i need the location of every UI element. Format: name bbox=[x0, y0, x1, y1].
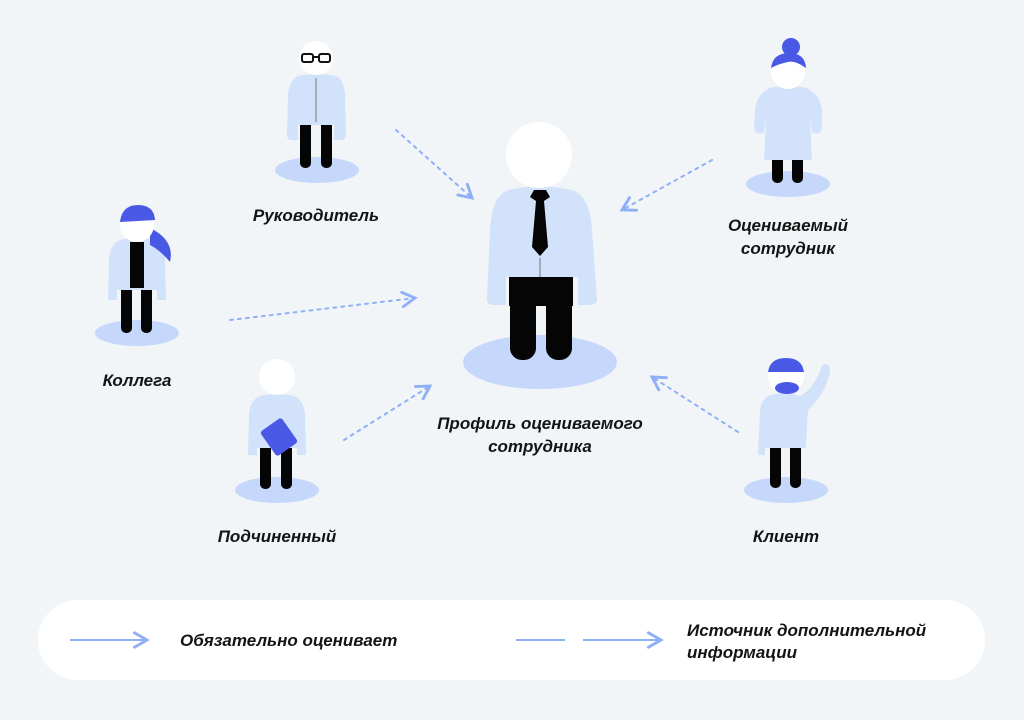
legend-extra-line2: информации bbox=[687, 643, 798, 662]
legend-mandatory: Обязательно оценивает bbox=[180, 631, 397, 650]
arrow-subordinate bbox=[343, 384, 433, 441]
label-profile-line1: Профиль оцениваемого bbox=[437, 414, 643, 433]
label-subordinate: Подчиненный bbox=[218, 527, 337, 546]
label-self-line2: сотрудник bbox=[741, 239, 837, 258]
label-manager: Руководитель bbox=[253, 206, 379, 225]
legend: Обязательно оценивает Источник дополните… bbox=[38, 600, 985, 680]
label-self-line1: Оцениваемый bbox=[728, 216, 849, 235]
self-figure: Оцениваемый сотрудник bbox=[728, 38, 849, 258]
label-colleague: Коллега bbox=[103, 371, 172, 390]
colleague-figure: Коллега bbox=[95, 205, 179, 390]
legend-extra-line1: Источник дополнительной bbox=[687, 621, 927, 640]
label-client: Клиент bbox=[753, 527, 819, 546]
tie-icon bbox=[530, 190, 550, 256]
folder-icon bbox=[260, 418, 298, 456]
arrow-self bbox=[619, 159, 713, 212]
glasses-icon bbox=[301, 53, 331, 63]
manager-figure: Руководитель bbox=[253, 41, 379, 225]
arrow-manager bbox=[395, 129, 475, 200]
arrow-client bbox=[649, 375, 739, 433]
arrows bbox=[229, 129, 739, 441]
label-profile-line2: сотрудника bbox=[488, 437, 592, 456]
subordinate-figure: Подчиненный bbox=[218, 359, 337, 546]
profile-figure: Профиль оцениваемого сотрудника bbox=[437, 122, 643, 456]
client-figure: Клиент bbox=[744, 358, 830, 546]
arrow-colleague bbox=[229, 290, 418, 321]
